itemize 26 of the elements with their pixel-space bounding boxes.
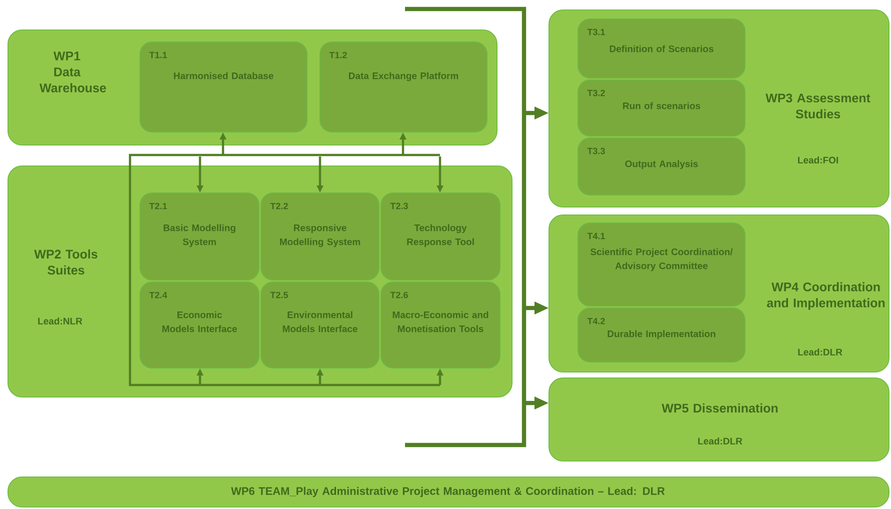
work-package-box: WP6 TEAM_Play Administrative Project Management & Coordination – Lead: DLR [8, 476, 890, 508]
task-box: T3.1 Definition of Scenarios [578, 18, 746, 78]
arrow [196, 156, 204, 192]
task-box: T2.1 Basic Modelling System [140, 192, 260, 280]
arrow [316, 156, 324, 192]
task-box: T2.6 Macro-Economic and Monetisation Tools [380, 282, 500, 368]
arrow [220, 132, 226, 155]
arrow [400, 132, 406, 155]
task-box: T2.4 Economic Models Interface [140, 282, 260, 368]
arrow [526, 106, 548, 120]
arrow [526, 396, 548, 410]
task-box: T1.2 Data Exchange Platform [320, 42, 488, 132]
task-box: T2.2 Responsive Modelling System [260, 192, 380, 280]
arrow [196, 368, 204, 385]
arrow [526, 302, 548, 314]
task-box: T3.3 Output Analysis [578, 138, 746, 196]
task-box: T4.2 Durable Implementation [578, 308, 746, 362]
work-package-box: WP5 Dissemination Lead:DLR [548, 378, 890, 462]
arrow [436, 368, 444, 385]
task-box: T2.3 Technology Response Tool [380, 192, 500, 280]
task-box: T4.1 Scientific Project Coordination/ Advisory Committee [578, 222, 746, 306]
arrow [436, 156, 444, 192]
task-box: T2.5 Environmental Models Interface [260, 282, 380, 368]
arrow [316, 368, 324, 385]
task-box: T3.2 Run of scenarios [578, 80, 746, 136]
task-box: T1.1 Harmonised Database [140, 42, 308, 132]
